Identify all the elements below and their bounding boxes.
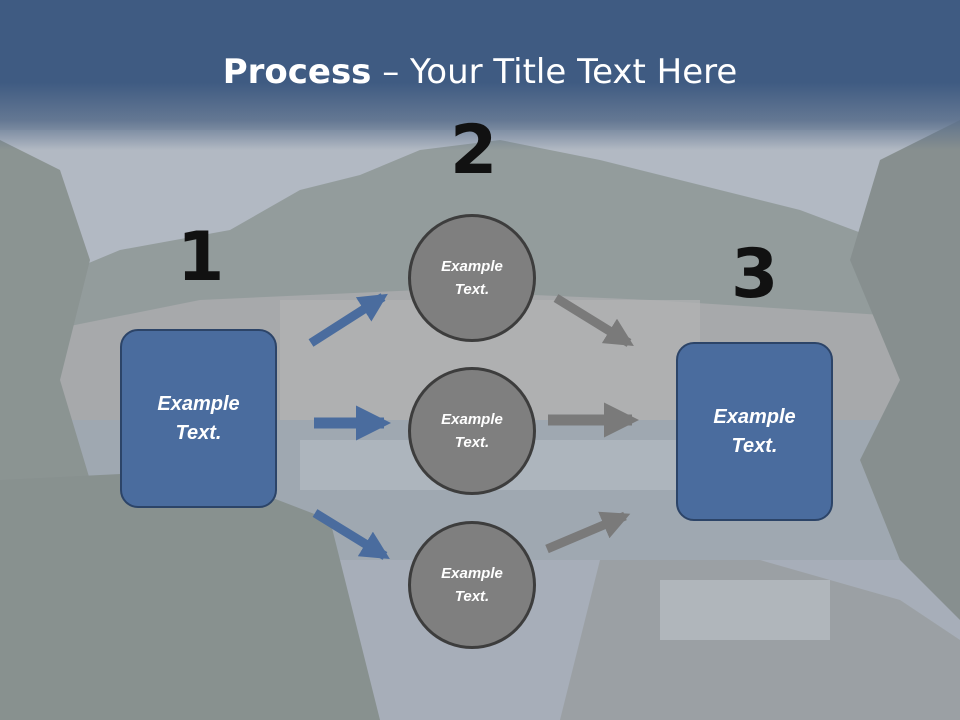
circle-middle-text: Example Text. [441,411,503,451]
circle-top-text: Example Text. [441,258,503,298]
step-1-box: Example Text. [120,329,277,508]
step-2-circle-bottom: Example Text. [408,521,536,649]
step-3-box: Example Text. [676,342,833,521]
arrow-1-to-bottom [312,509,390,560]
slide-title: Process – Your Title Text Here [0,52,960,92]
title-rest: – Your Title Text Here [371,52,738,92]
step-3-box-text: Example Text. [713,405,796,457]
arrow-top-to-3 [553,294,634,347]
step-2-circle-top: Example Text. [408,214,536,342]
step-number-2: 2 [450,111,498,190]
title-bar [0,0,960,150]
arrow-bottom-to-3 [545,511,631,554]
circle-bottom-text: Example Text. [441,565,503,605]
step-number-3: 3 [731,235,779,314]
arrow-1-to-top [308,293,388,347]
step-1-box-text: Example Text. [157,392,240,444]
step-number-1: 1 [177,218,225,297]
title-bold: Process [222,52,372,92]
step-2-circle-middle: Example Text. [408,367,536,495]
